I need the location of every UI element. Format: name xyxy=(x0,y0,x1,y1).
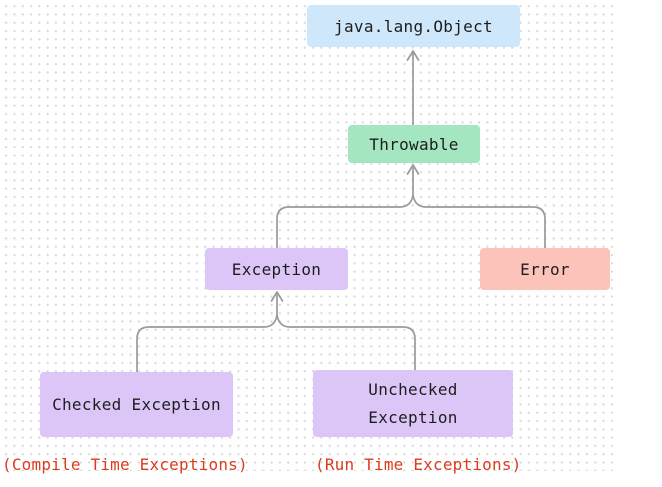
node-throwable: Throwable xyxy=(348,125,480,163)
arrow-up-icon xyxy=(406,164,420,175)
caption-run-time-exceptions: (Run Time Exceptions) xyxy=(315,455,522,474)
node-label: Unchecked Exception xyxy=(368,379,458,427)
node-label: Exception xyxy=(231,259,322,279)
connector-exception-to-throwable xyxy=(276,167,414,249)
caption-compile-time-exceptions: (Compile Time Exceptions) xyxy=(2,455,248,474)
arrow-up-icon xyxy=(406,50,420,61)
node-exception: Exception xyxy=(205,248,348,290)
connector-error-to-throwable xyxy=(412,194,546,249)
connector-checked-to-exception xyxy=(136,294,278,373)
node-label: Checked Exception xyxy=(52,395,221,414)
node-label: java.lang.Object xyxy=(334,16,493,36)
connector-unchecked-to-exception xyxy=(276,314,416,371)
node-label: Throwable xyxy=(369,134,459,154)
node-unchecked-exception: Unchecked Exception xyxy=(313,370,513,437)
node-checked-exception: Checked Exception xyxy=(40,372,233,437)
arrow-up-icon xyxy=(270,291,284,302)
node-java-lang-object: java.lang.Object xyxy=(307,5,520,47)
node-error: Error xyxy=(480,248,610,290)
node-label: Error xyxy=(520,259,570,279)
